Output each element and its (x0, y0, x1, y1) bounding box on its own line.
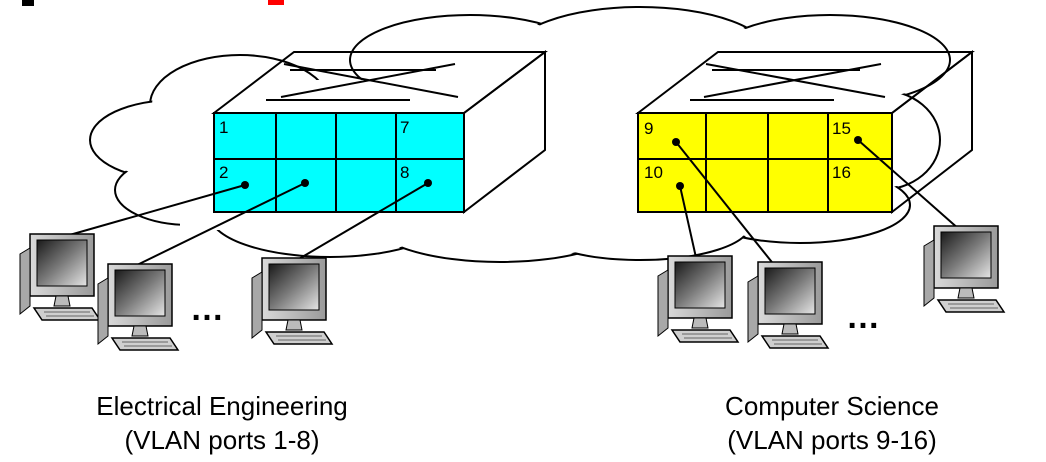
title-fragment (268, 0, 284, 5)
port-label: 8 (400, 163, 409, 182)
computer-icon (923, 225, 1005, 313)
group-name-cs: Computer Science (725, 391, 939, 421)
ellipsis-more-hosts: … (190, 290, 224, 328)
group-ports-ee: (VLAN ports 1-8) (124, 425, 319, 455)
computer-icon (19, 233, 101, 321)
switch-port-panel (214, 113, 464, 212)
computer-icon (97, 263, 179, 351)
port-label: 7 (400, 118, 409, 137)
port-label: 1 (219, 118, 228, 137)
port-label: 2 (219, 163, 228, 182)
port-label: 10 (644, 163, 663, 182)
switch-computer-science: 9 15 10 16 (635, 49, 975, 215)
computer-icon (251, 257, 333, 345)
group-name-ee: Electrical Engineering (96, 391, 347, 421)
ellipsis-more-hosts: … (846, 298, 880, 336)
computer-icon (747, 261, 829, 349)
title-fragment (22, 0, 34, 6)
port-label: 16 (832, 163, 851, 182)
switch-port-panel (638, 113, 892, 212)
group-ports-cs: (VLAN ports 9-16) (727, 425, 937, 455)
computer-icon (657, 255, 739, 343)
cables (51, 139, 961, 267)
port-label: 15 (832, 119, 851, 138)
port-label: 9 (644, 119, 653, 138)
